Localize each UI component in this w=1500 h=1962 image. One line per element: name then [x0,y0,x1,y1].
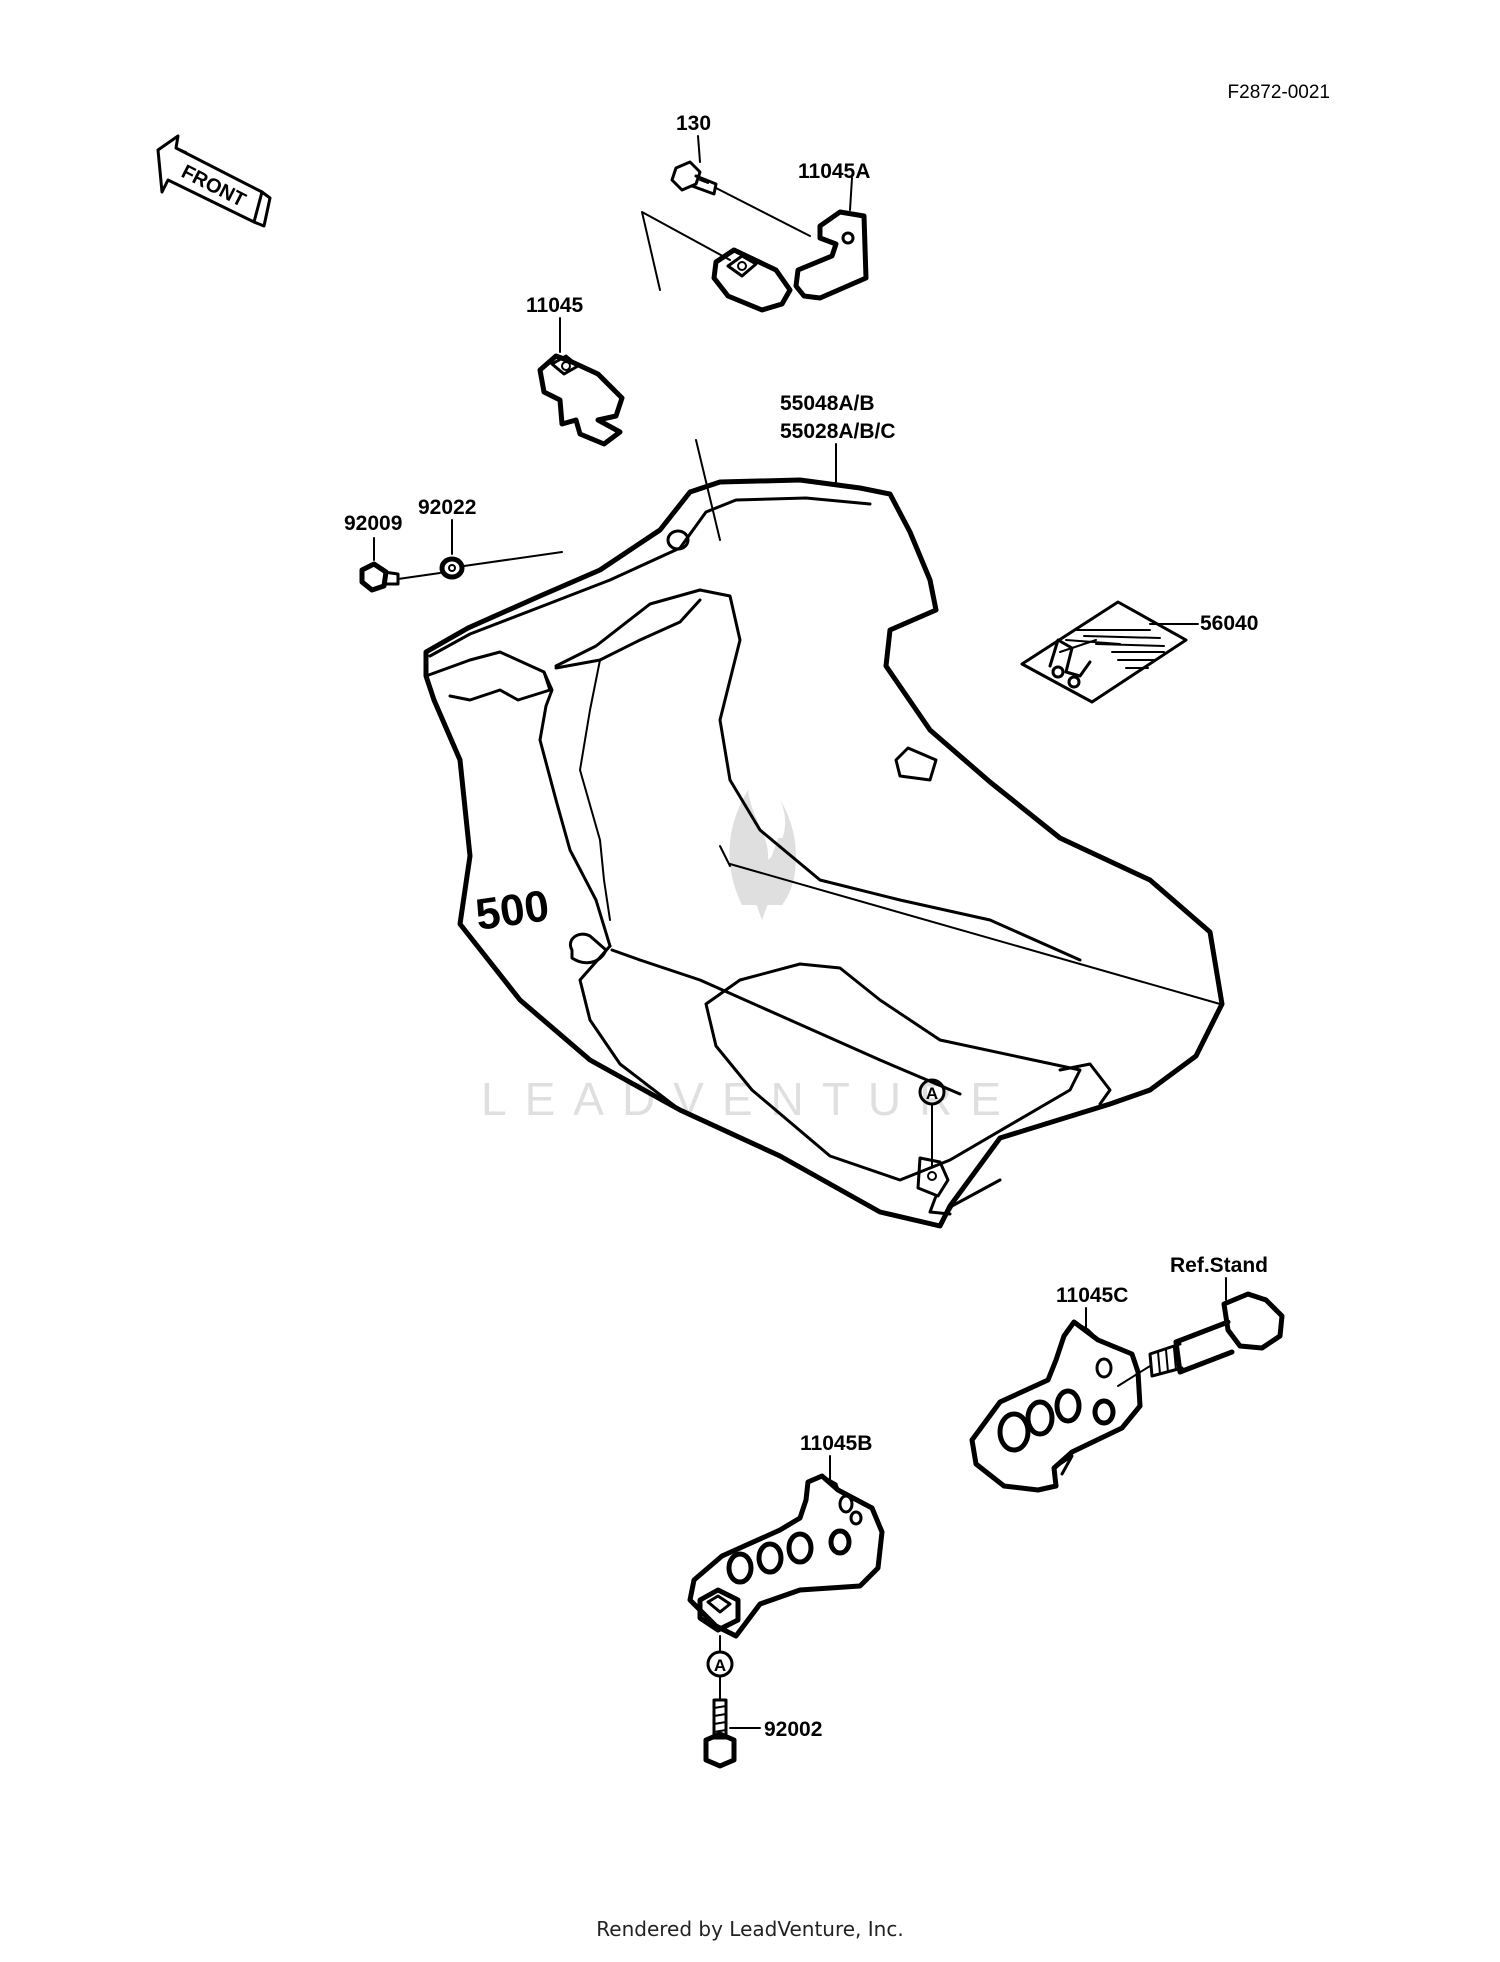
label-130: 130 [676,112,711,135]
bolt-130-icon [670,160,718,196]
label-55048: 55048A/B [780,392,875,415]
watermark: LEADVENTURE [481,790,1019,1125]
lower-cowl-icon: 500 [423,477,1225,1229]
caution-label-56040-icon [1020,600,1188,704]
label-92022: 92022 [418,496,476,519]
label-92002: 92002 [764,1718,822,1741]
bracket-11045b-icon [687,1473,885,1639]
washer-92022-icon [439,556,465,580]
footer-credit: Rendered by LeadVenture, Inc. [596,1917,904,1941]
front-arrow-icon: FRONT [156,134,272,228]
bolt-92002-icon [703,1698,737,1769]
stand-bolt-icon [1148,1291,1285,1378]
bracket-11045-icon [537,353,625,447]
screw-92009-icon [359,561,400,593]
label-11045: 11045 [526,294,584,317]
bracket-11045a-icon [711,209,869,313]
reference-marker-a-lower-label: A [714,1656,726,1675]
label-11045b: 11045B [800,1432,872,1455]
reference-marker-a-lower: A [706,1650,734,1678]
label-11045a: 11045A [798,160,870,183]
bracket-11045c-icon [969,1319,1143,1493]
watermark-text: LEADVENTURE [481,1073,1019,1125]
panel-marking: 500 [473,881,553,940]
label-ref-stand: Ref.Stand [1170,1254,1268,1277]
label-92009: 92009 [344,512,402,535]
label-55028: 55028A/B/C [780,420,896,443]
reference-code: F2872-0021 [1228,82,1330,103]
reference-marker-a-label: A [926,1084,938,1103]
label-11045c: 11045C [1056,1284,1128,1307]
label-56040: 56040 [1200,612,1258,635]
